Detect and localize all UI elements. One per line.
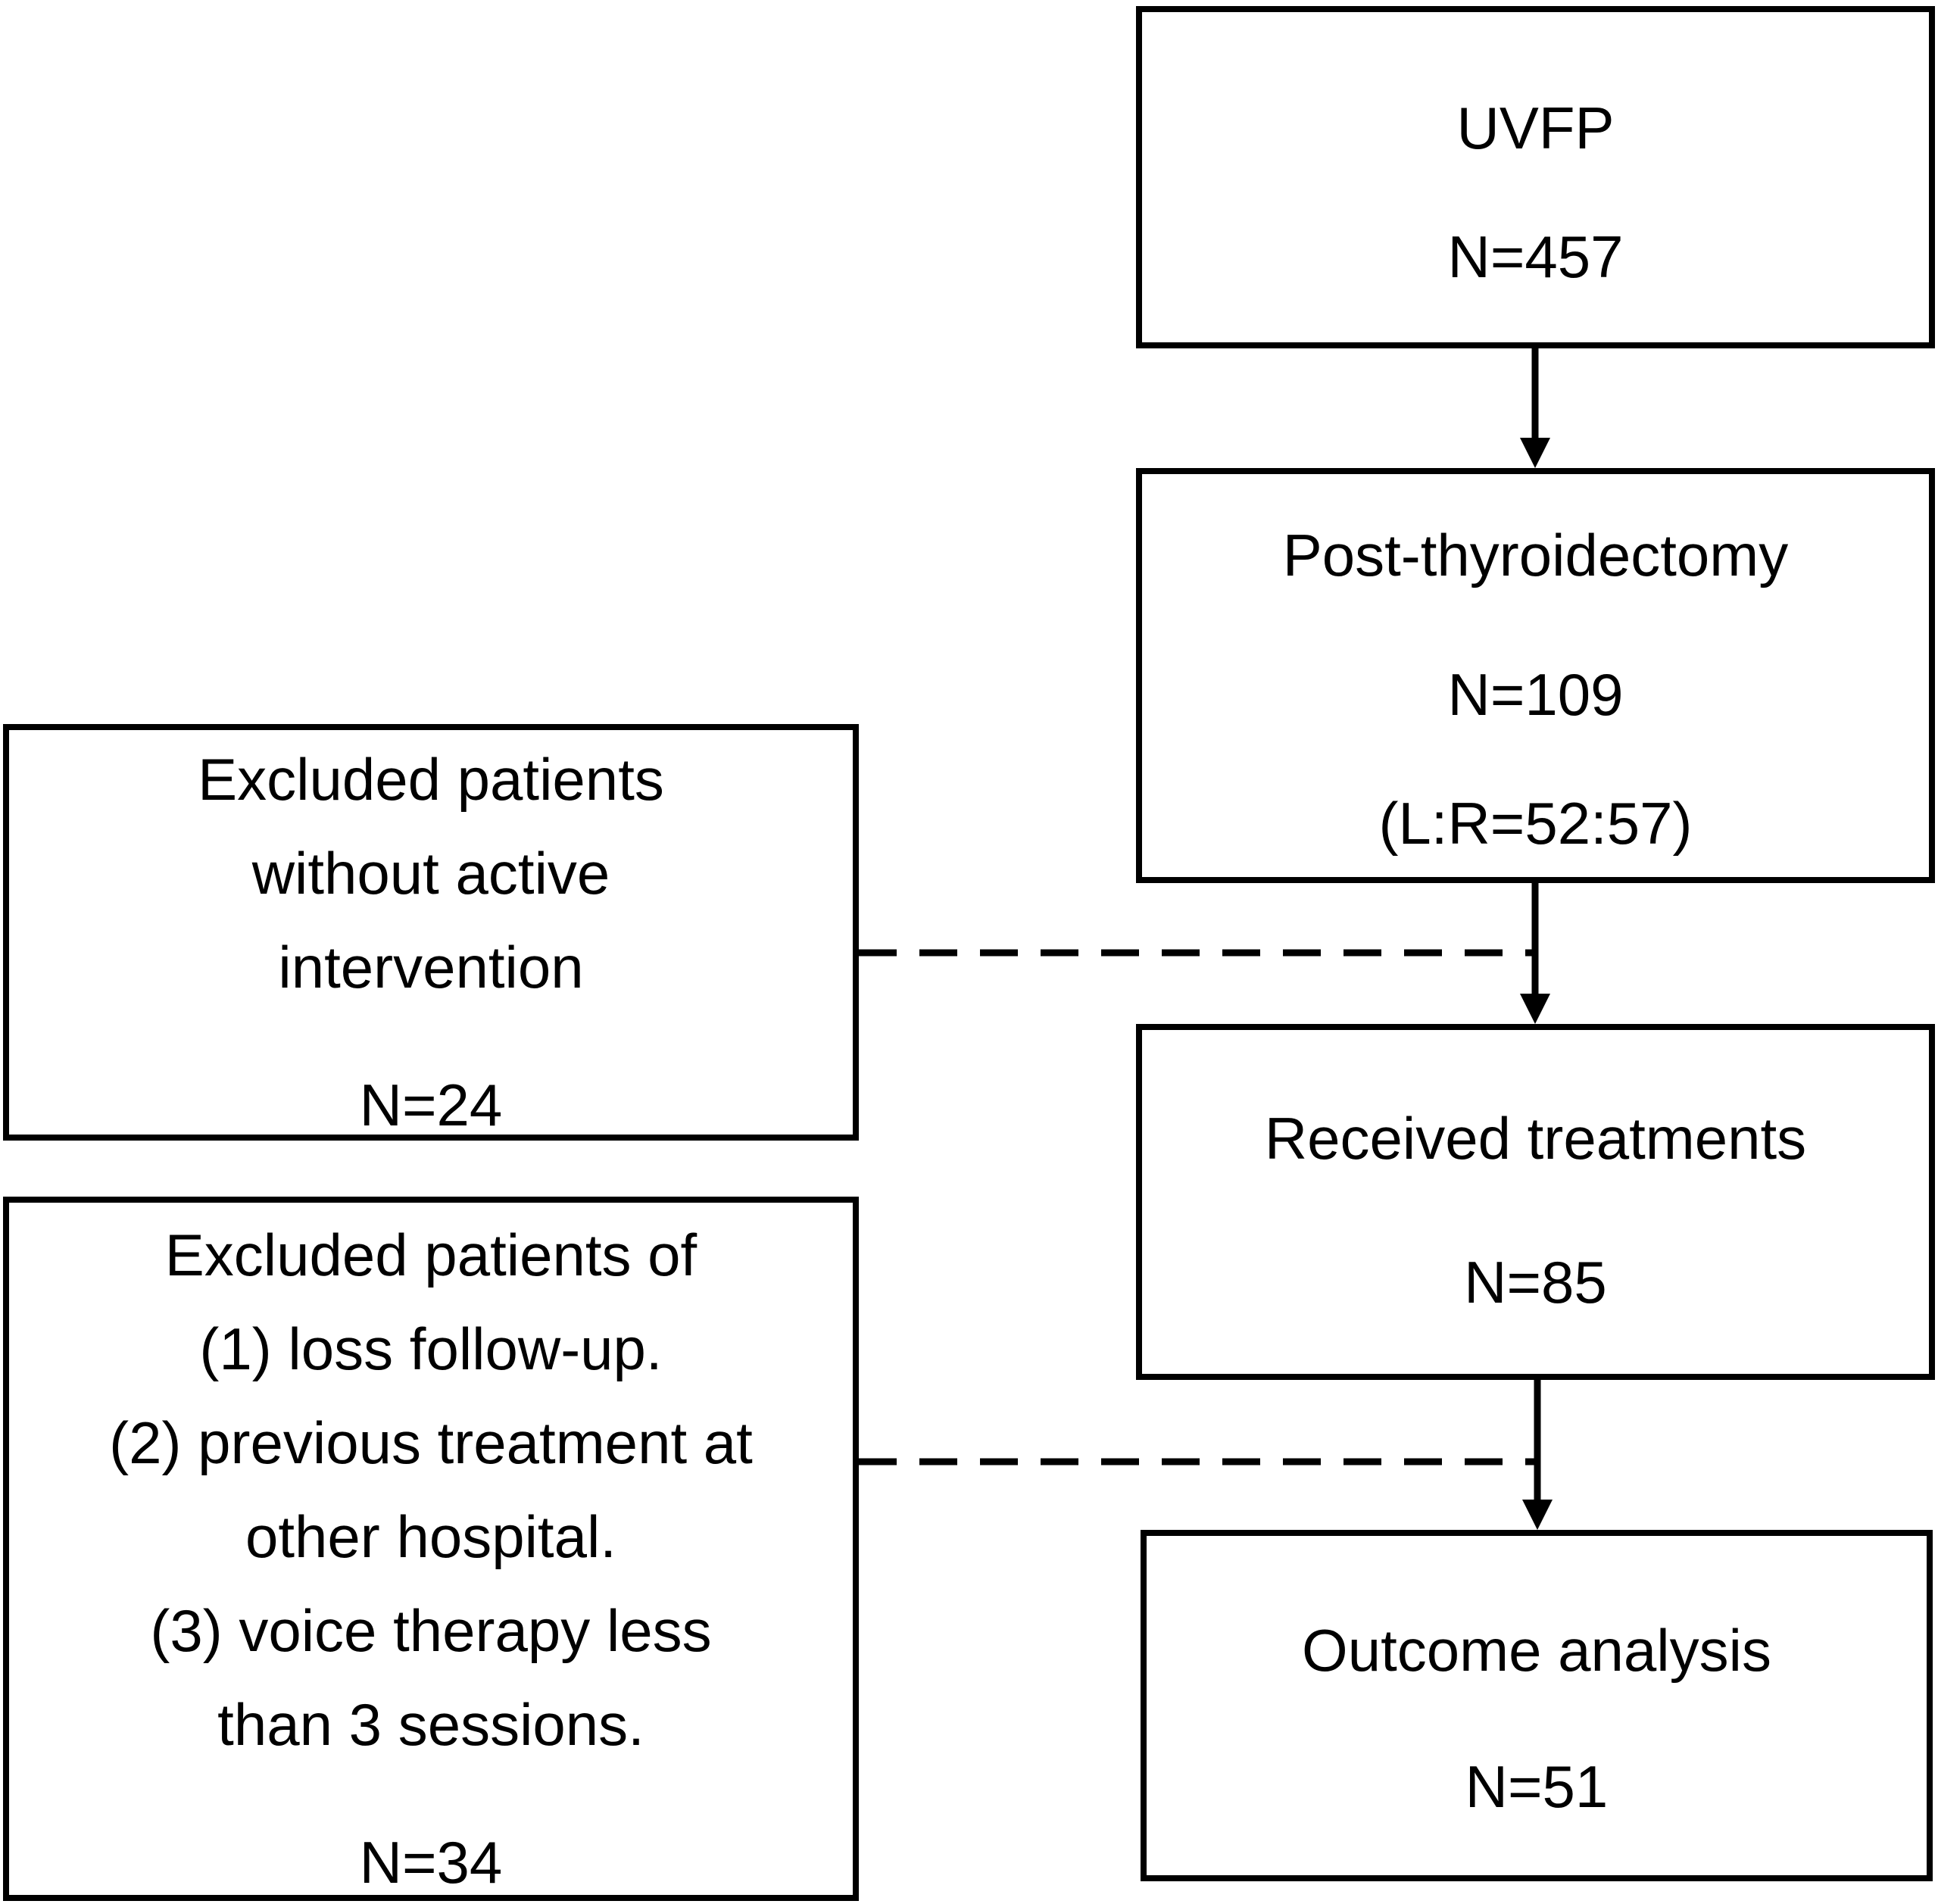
post-thyroidectomy-ratio: (L:R=52:57) [1378,790,1693,857]
arrowhead-received [1520,994,1550,1024]
outcome-analysis-box: Outcome analysis N=51 [1141,1530,1933,1881]
post-thyroidectomy-count: N=109 [1447,661,1624,728]
excluded-other-line-5: (3) voice therapy less [150,1597,712,1664]
post-thyroidectomy-title: Post-thyroidectomy [1282,522,1789,588]
outcome-analysis-title: Outcome analysis [1302,1617,1771,1684]
received-treatments-count: N=85 [1464,1249,1607,1316]
excluded-no-intervention-line-1: Excluded patients [198,746,664,813]
excluded-no-intervention-box: Excluded patients without active interve… [3,724,859,1141]
excluded-other-line-6: than 3 sessions. [217,1691,644,1758]
arrowhead-outcome [1522,1500,1553,1530]
excluded-other-count: N=34 [359,1829,503,1896]
received-treatments-title: Received treatments [1264,1105,1807,1172]
uvfp-title: UVFP [1456,95,1615,161]
excluded-no-intervention-line-3: intervention [278,934,584,1000]
excluded-other-box: Excluded patients of (1) loss follow-up.… [3,1197,859,1901]
uvfp-box: UVFP N=457 [1136,6,1935,348]
excluded-other-line-2: (1) loss follow-up. [199,1316,663,1382]
received-treatments-box: Received treatments N=85 [1136,1024,1935,1380]
excluded-other-line-3: (2) previous treatment at [109,1409,753,1476]
excluded-other-line-4: other hospital. [245,1503,616,1570]
post-thyroidectomy-box: Post-thyroidectomy N=109 (L:R=52:57) [1136,468,1935,883]
excluded-no-intervention-line-2: without active [251,840,610,907]
excluded-other-line-1: Excluded patients of [164,1222,697,1288]
outcome-analysis-count: N=51 [1465,1753,1609,1820]
uvfp-count: N=457 [1447,223,1624,290]
excluded-no-intervention-count: N=24 [359,1072,503,1138]
arrowhead-postthyroidectomy [1520,438,1550,468]
